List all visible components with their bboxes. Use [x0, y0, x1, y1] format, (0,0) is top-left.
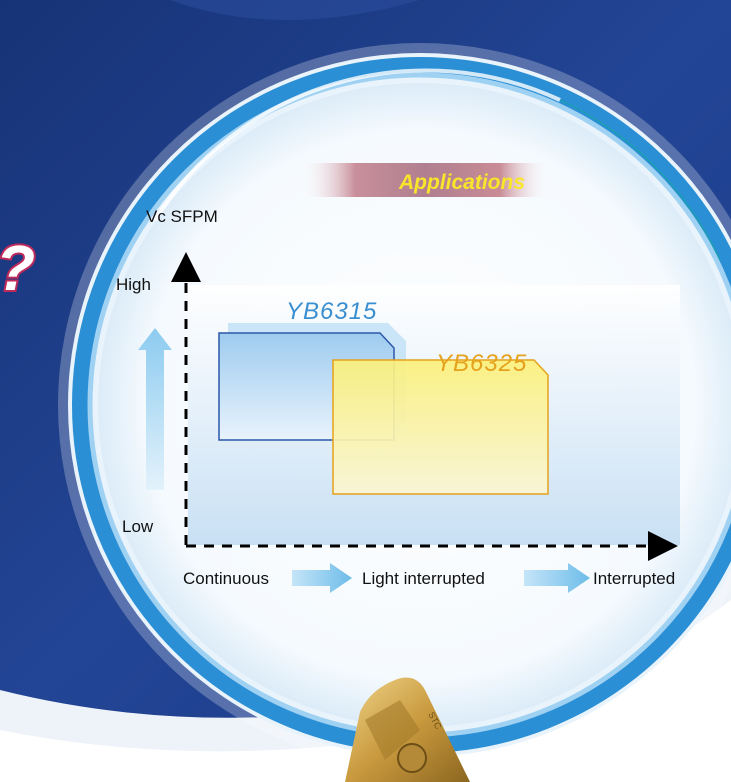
y-axis-low-label: Low	[122, 517, 154, 536]
chart-title: Applications	[398, 171, 525, 194]
stage-arrow-2	[524, 563, 590, 593]
insert-image: STC	[345, 677, 470, 782]
product-label-yb6325: YB6325	[436, 350, 527, 377]
product-label-yb6315: YB6315	[286, 298, 377, 325]
product-region-yb6325	[332, 359, 549, 495]
y-axis-label: Vc SFPM	[146, 207, 218, 226]
x-stage-interrupted: Interrupted	[593, 569, 675, 588]
x-stage-light-interrupted: Light interrupted	[362, 569, 485, 588]
y-axis-high-label: High	[116, 275, 151, 294]
speed-up-arrow	[138, 328, 172, 490]
title-banner	[300, 163, 550, 197]
x-stage-continuous: Continuous	[183, 569, 269, 588]
decor-glyph: ?	[0, 232, 35, 304]
stage-arrow-1	[292, 563, 352, 593]
